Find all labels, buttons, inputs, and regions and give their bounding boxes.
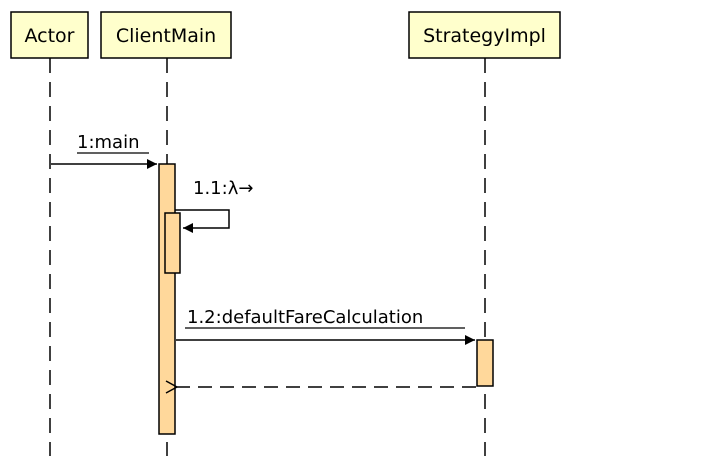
lifeline-clientmain-name: ClientMain — [116, 25, 216, 47]
message-lambda-arrow — [175, 209, 230, 233]
message-lambda-self-call[interactable]: 1.1:λ→ — [175, 178, 253, 233]
message-defaultfarecalculation[interactable]: 1.2:defaultFareCalculation — [176, 307, 475, 345]
activation-clientmain-lambda[interactable] — [164, 212, 181, 274]
activation-clientmain-main[interactable] — [158, 163, 176, 435]
lifeline-clientmain[interactable]: ClientMain — [100, 11, 232, 456]
lifeline-strategyimpl-box[interactable] — [408, 11, 561, 59]
message-lambda-label: 1.1:λ→ — [193, 178, 253, 199]
message-main-label: 1:main — [77, 132, 140, 153]
lifeline-strategyimpl-name: StrategyImpl — [423, 25, 546, 47]
message-defaultfarecalculation-label: 1.2:defaultFareCalculation — [187, 307, 423, 328]
lifeline-actor-name: Actor — [25, 25, 75, 47]
lifeline-actor[interactable]: Actor — [10, 11, 89, 456]
lifeline-actor-box[interactable] — [10, 11, 89, 59]
message-main[interactable]: 1:main — [51, 132, 157, 169]
lifeline-clientmain-box[interactable] — [100, 11, 232, 59]
lifeline-strategyimpl[interactable]: StrategyImpl — [408, 11, 561, 456]
activation-strategyimpl[interactable] — [476, 339, 494, 387]
